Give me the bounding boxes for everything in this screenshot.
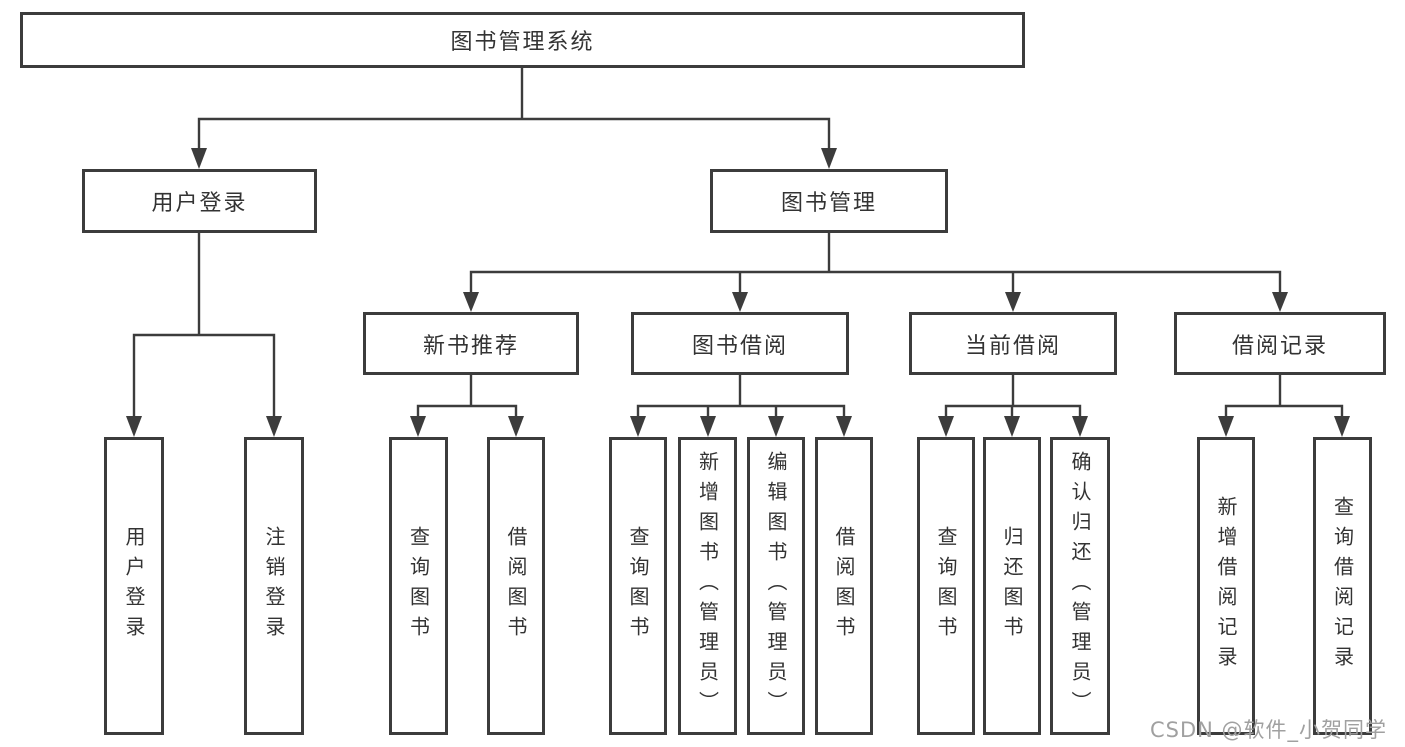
node-borrowing-records: 借阅记录 [1174, 312, 1386, 375]
leaf-nb-query-books: 查询图书 [389, 437, 448, 735]
node-book-management: 图书管理 [710, 169, 948, 233]
leaf-user-login: 用户登录 [104, 437, 164, 735]
connector-borrow-children [636, 375, 846, 416]
node-current-borrowing: 当前借阅 [909, 312, 1117, 375]
leaf-logout: 注销登录 [244, 437, 304, 735]
leaf-nb-borrow-books: 借阅图书 [487, 437, 545, 735]
connector-login-children [132, 233, 276, 416]
watermark: CSDN @软件_小贺同学 [1150, 718, 1388, 742]
leaf-bb-edit-books-admin-label: 编辑图书（管理员） [764, 451, 788, 721]
leaf-cb-return-books-label: 归还图书 [1000, 526, 1024, 646]
node-user-login: 用户登录 [82, 169, 317, 233]
leaf-nb-borrow-books-label: 借阅图书 [504, 526, 528, 646]
connector-current-children [944, 375, 1082, 416]
node-new-book-recommend: 新书推荐 [363, 312, 579, 375]
leaf-bb-borrow-books: 借阅图书 [815, 437, 873, 735]
leaf-cb-query-books: 查询图书 [917, 437, 975, 735]
leaf-cb-confirm-return-admin: 确认归还（管理员） [1050, 437, 1110, 735]
node-user-login-label: 用户登录 [151, 191, 248, 216]
leaf-bb-query-books-label: 查询图书 [626, 526, 650, 646]
leaf-user-login-label: 用户登录 [122, 526, 146, 646]
node-book-borrowing: 图书借阅 [631, 312, 849, 375]
node-library-system-label: 图书管理系统 [450, 30, 595, 55]
leaf-br-query-record-label: 查询借阅记录 [1330, 496, 1355, 676]
leaf-cb-query-books-label: 查询图书 [934, 526, 958, 646]
leaf-bb-add-books-admin: 新增图书（管理员） [678, 437, 737, 735]
leaf-cb-return-books: 归还图书 [983, 437, 1041, 735]
node-library-system: 图书管理系统 [20, 12, 1025, 68]
node-borrowing-records-label: 借阅记录 [1231, 333, 1328, 359]
leaf-logout-label: 注销登录 [262, 526, 286, 646]
connector-newbook-children [416, 375, 518, 416]
connector-mgmt-children [469, 233, 1282, 292]
leaf-nb-query-books-label: 查询图书 [406, 526, 431, 646]
leaf-br-add-record: 新增借阅记录 [1197, 437, 1255, 735]
leaf-cb-confirm-return-admin-label: 确认归还（管理员） [1068, 451, 1092, 721]
node-new-book-recommend-label: 新书推荐 [422, 333, 519, 359]
leaf-bb-edit-books-admin: 编辑图书（管理员） [747, 437, 805, 735]
leaf-br-query-record: 查询借阅记录 [1313, 437, 1372, 735]
node-book-borrowing-label: 图书借阅 [691, 333, 788, 359]
node-book-management-label: 图书管理 [780, 191, 877, 216]
connector-records-children [1224, 375, 1344, 416]
leaf-bb-query-books: 查询图书 [609, 437, 667, 735]
leaf-br-add-record-label: 新增借阅记录 [1214, 496, 1238, 676]
leaf-bb-borrow-books-label: 借阅图书 [832, 526, 856, 646]
node-current-borrowing-label: 当前借阅 [964, 333, 1061, 359]
arrow-heads [126, 148, 1350, 437]
leaf-bb-add-books-admin-label: 新增图书（管理员） [695, 451, 720, 721]
connector-root-to-level2 [197, 68, 831, 148]
